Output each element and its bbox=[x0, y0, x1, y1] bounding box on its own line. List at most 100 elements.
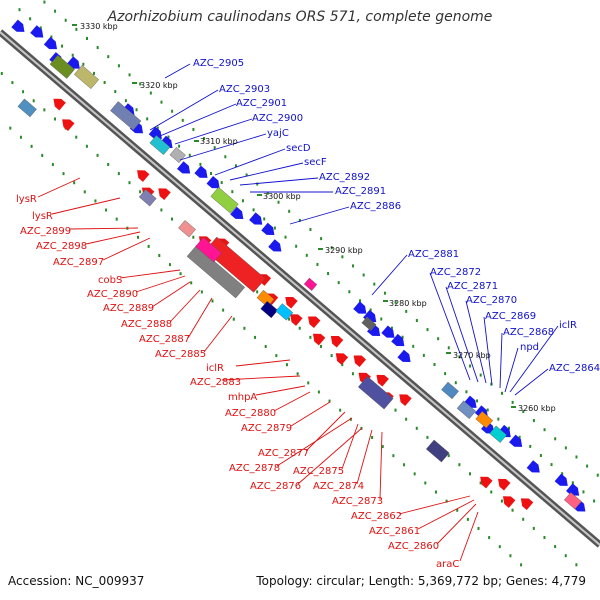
rev-label[interactable]: lysR bbox=[32, 211, 53, 222]
fwd-label[interactable]: AZC_2886 bbox=[350, 201, 401, 212]
rev-label[interactable]: AZC_2890 bbox=[87, 289, 138, 300]
rev-label[interactable]: AZC_2862 bbox=[351, 511, 402, 522]
gene-fwd-arrow-shape bbox=[481, 421, 495, 434]
track-dot bbox=[254, 335, 257, 339]
fwd-label[interactable]: AZC_2871 bbox=[447, 281, 498, 292]
rev-label[interactable]: iclR bbox=[206, 363, 224, 374]
track-dot bbox=[564, 554, 567, 558]
gene-box bbox=[73, 65, 100, 90]
track-dot bbox=[220, 181, 223, 185]
fwd-label[interactable]: AZC_2868 bbox=[503, 327, 554, 338]
track-dot bbox=[296, 372, 299, 376]
rev-label[interactable]: lysR bbox=[16, 194, 37, 205]
gene-fwd-arrow-shape bbox=[230, 206, 244, 220]
rev-label[interactable]: AZC_2889 bbox=[103, 303, 154, 314]
rev-label[interactable]: AZC_2874 bbox=[313, 481, 364, 492]
fwd-label[interactable]: AZC_2870 bbox=[466, 295, 517, 306]
rev-label[interactable]: AZC_2873 bbox=[332, 496, 383, 507]
track-dot bbox=[351, 372, 354, 376]
rev-label[interactable]: AZC_2878 bbox=[229, 463, 280, 474]
track-dot bbox=[213, 146, 216, 150]
track-dot bbox=[434, 490, 437, 494]
fwd-label[interactable]: iclR bbox=[559, 320, 577, 331]
fwd-label[interactable]: AZC_2891 bbox=[335, 186, 386, 197]
fwd-label[interactable]: AZC_2900 bbox=[252, 113, 303, 124]
rev-label[interactable]: AZC_2861 bbox=[369, 526, 420, 537]
rev-label[interactable]: cobS bbox=[98, 275, 122, 286]
fwd-label[interactable]: AZC_2869 bbox=[485, 311, 536, 322]
fwd-label[interactable]: AZC_2881 bbox=[408, 249, 459, 260]
track-dot bbox=[241, 199, 244, 203]
rev-label[interactable]: AZC_2885 bbox=[155, 349, 206, 360]
rev-label[interactable]: AZC_2898 bbox=[36, 241, 87, 252]
gene-box-shape bbox=[275, 303, 294, 321]
rev-label[interactable]: AZC_2877 bbox=[258, 448, 309, 459]
track-dot bbox=[275, 354, 278, 358]
track-dot bbox=[511, 400, 514, 404]
rev-label[interactable]: AZC_2897 bbox=[53, 257, 104, 268]
track-dot bbox=[330, 354, 333, 358]
track-dot bbox=[415, 426, 418, 430]
track-dot bbox=[171, 217, 174, 221]
fwd-label[interactable]: AZC_2901 bbox=[236, 98, 287, 109]
track-dot bbox=[341, 255, 344, 259]
leader-line-fwd bbox=[504, 347, 519, 393]
rev-label[interactable]: AZC_2880 bbox=[225, 408, 276, 419]
track-dot bbox=[371, 435, 374, 439]
fwd-label[interactable]: npd bbox=[520, 342, 539, 353]
rev-label[interactable]: AZC_2879 bbox=[241, 423, 292, 434]
fwd-label[interactable]: AZC_2892 bbox=[319, 172, 370, 183]
gene-box-shape bbox=[73, 65, 100, 90]
rev-label[interactable]: AZC_2876 bbox=[250, 481, 301, 492]
rev-label[interactable]: AZC_2883 bbox=[190, 377, 241, 388]
gene-fwd-arrow bbox=[391, 333, 405, 347]
track-dot bbox=[139, 82, 142, 86]
track-dot bbox=[486, 408, 489, 412]
track-dot bbox=[456, 508, 459, 512]
fwd-label[interactable]: AZC_2903 bbox=[219, 84, 270, 95]
gene-rev-arrow bbox=[158, 188, 171, 201]
track-dot bbox=[320, 237, 323, 241]
fwd-label[interactable]: AZC_2905 bbox=[193, 58, 244, 69]
rev-label[interactable]: AZC_2860 bbox=[388, 541, 439, 552]
gene-box bbox=[361, 316, 377, 331]
track-dot bbox=[447, 346, 450, 350]
track-dot bbox=[426, 328, 429, 332]
track-dot bbox=[352, 264, 355, 268]
track-dot bbox=[490, 490, 493, 494]
fwd-label[interactable]: secD bbox=[286, 143, 311, 154]
fwd-label[interactable]: secF bbox=[304, 157, 327, 168]
rev-label[interactable]: AZC_2899 bbox=[20, 226, 71, 237]
track-dot bbox=[469, 364, 472, 368]
fwd-label[interactable]: yajC bbox=[267, 128, 289, 139]
track-dot bbox=[498, 545, 501, 549]
track-dot bbox=[295, 244, 298, 248]
rev-label[interactable]: araC bbox=[436, 559, 459, 570]
track-dot bbox=[509, 554, 512, 558]
gene-rev-arrow-shape bbox=[285, 296, 298, 309]
track-dot bbox=[341, 363, 344, 367]
track-dot bbox=[128, 73, 131, 77]
track-dot bbox=[168, 263, 171, 267]
rev-label[interactable]: AZC_2875 bbox=[293, 466, 344, 477]
leader-line-fwd bbox=[499, 332, 503, 389]
rev-label[interactable]: AZC_2888 bbox=[121, 319, 172, 330]
rev-label[interactable]: AZC_2887 bbox=[139, 334, 190, 345]
track-dot bbox=[73, 181, 76, 185]
gene-fwd-arrow bbox=[11, 19, 25, 32]
fwd-label[interactable]: AZC_2872 bbox=[430, 267, 481, 278]
track-dot bbox=[32, 99, 35, 103]
track-dot bbox=[328, 399, 331, 403]
leader-line-rev bbox=[221, 375, 301, 381]
track-dot bbox=[500, 499, 503, 503]
track-dot bbox=[83, 190, 86, 194]
gene-box bbox=[169, 147, 186, 163]
leader-line-fwd bbox=[159, 103, 237, 137]
gene-fwd-arrow bbox=[206, 175, 220, 189]
track-dot bbox=[320, 344, 323, 348]
track-dot bbox=[458, 355, 461, 359]
fwd-label[interactable]: AZC_2864 bbox=[549, 363, 600, 374]
track-dot bbox=[256, 182, 259, 186]
rev-label[interactable]: mhpA bbox=[228, 392, 257, 403]
